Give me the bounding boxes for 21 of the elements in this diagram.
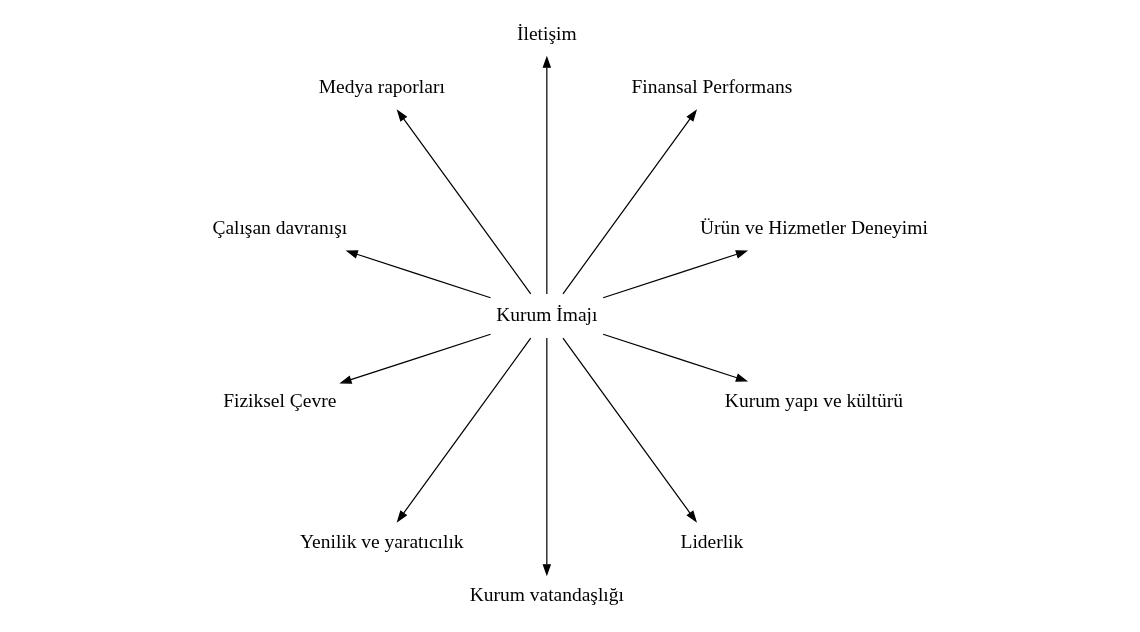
node-text: Liderlik bbox=[680, 530, 744, 552]
node-text: Ürün ve Hizmetler Deneyimi bbox=[700, 216, 928, 238]
node-text: Finansal Performans bbox=[631, 76, 793, 98]
node-text: Çalışan davranışı bbox=[212, 216, 348, 238]
arrow bbox=[542, 337, 552, 577]
arrow bbox=[396, 337, 532, 523]
arrow bbox=[602, 333, 749, 382]
arrow bbox=[396, 109, 532, 295]
node-text: Kurum yapı ve kültürü bbox=[724, 390, 903, 412]
node-text: Yenilik ve yaratıcılık bbox=[299, 530, 464, 552]
arrow bbox=[562, 109, 698, 295]
arrow bbox=[542, 55, 552, 295]
arrow bbox=[345, 250, 492, 299]
node-text: Kurum vatandaşlığı bbox=[469, 584, 624, 606]
node-text: Fiziksel Çevre bbox=[223, 390, 337, 412]
arrow bbox=[562, 337, 698, 523]
arrow bbox=[339, 333, 492, 384]
arrow bbox=[602, 250, 749, 299]
node-text: Kurum İmajı bbox=[496, 303, 598, 325]
node-text: İletişim bbox=[517, 22, 577, 44]
node-text: Medya raporları bbox=[318, 76, 445, 98]
